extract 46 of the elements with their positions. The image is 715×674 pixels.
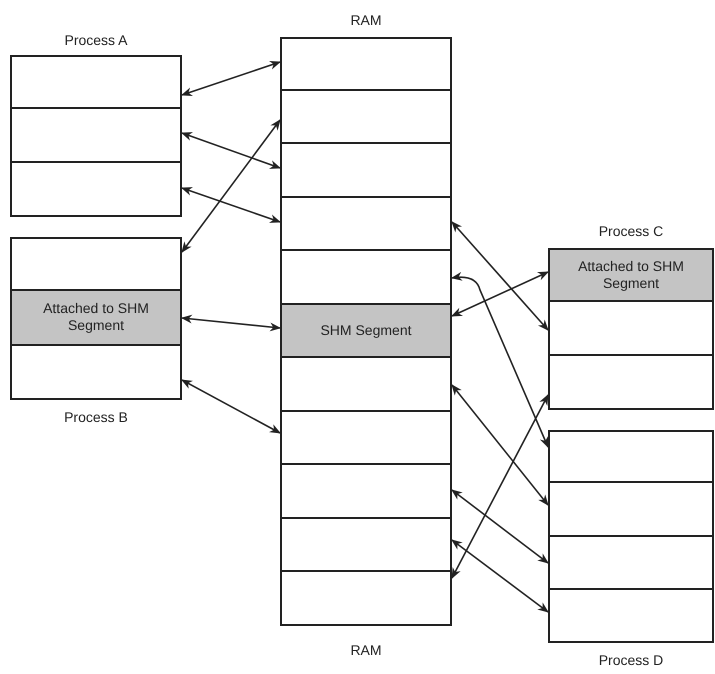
segment-label: Attached to SHM Segment [577,258,685,292]
memory-slot [10,107,182,163]
block-title: RAM [350,641,382,660]
block-title: RAM [350,11,382,30]
memory-slot [548,481,714,537]
memory-slot [548,354,714,410]
memory-slot [280,88,452,144]
memory-slot [280,516,452,572]
memory-slot [280,196,452,251]
block-title: Process B [64,408,128,427]
memory-segment [280,302,452,358]
double-arrow [450,271,550,317]
block-title: Process D [598,651,664,670]
segment-label: Attached to SHM Segment [42,300,150,334]
double-arrow [451,384,549,506]
memory-slot [10,237,182,292]
memory-slot [280,570,452,626]
memory-slot [280,37,452,90]
memory-slot [280,463,452,518]
memory-slot [280,356,452,412]
double-arrow [180,60,282,96]
double-arrow [180,314,282,332]
memory-slot [10,55,182,109]
block-title: Process A [64,31,128,50]
memory-segment [10,289,182,346]
memory-slot [548,588,714,644]
double-arrow [181,119,281,253]
double-arrow [180,132,282,169]
memory-slot [10,344,182,400]
memory-slot [548,534,714,590]
memory-slot [548,430,714,484]
memory-slot [548,300,714,356]
double-arrow [181,379,281,434]
double-arrow [451,221,549,331]
double-arrow [180,187,282,223]
double-arrow [451,489,549,564]
memory-slot [280,142,452,198]
block-title: Process C [598,222,664,241]
memory-segment [548,248,714,302]
double-arrow [451,539,549,613]
segment-label: SHM Segment [319,322,413,339]
double-arrow [450,272,549,448]
memory-slot [280,249,452,304]
memory-slot [10,161,182,217]
memory-slot [280,410,452,465]
double-arrow [451,394,549,579]
